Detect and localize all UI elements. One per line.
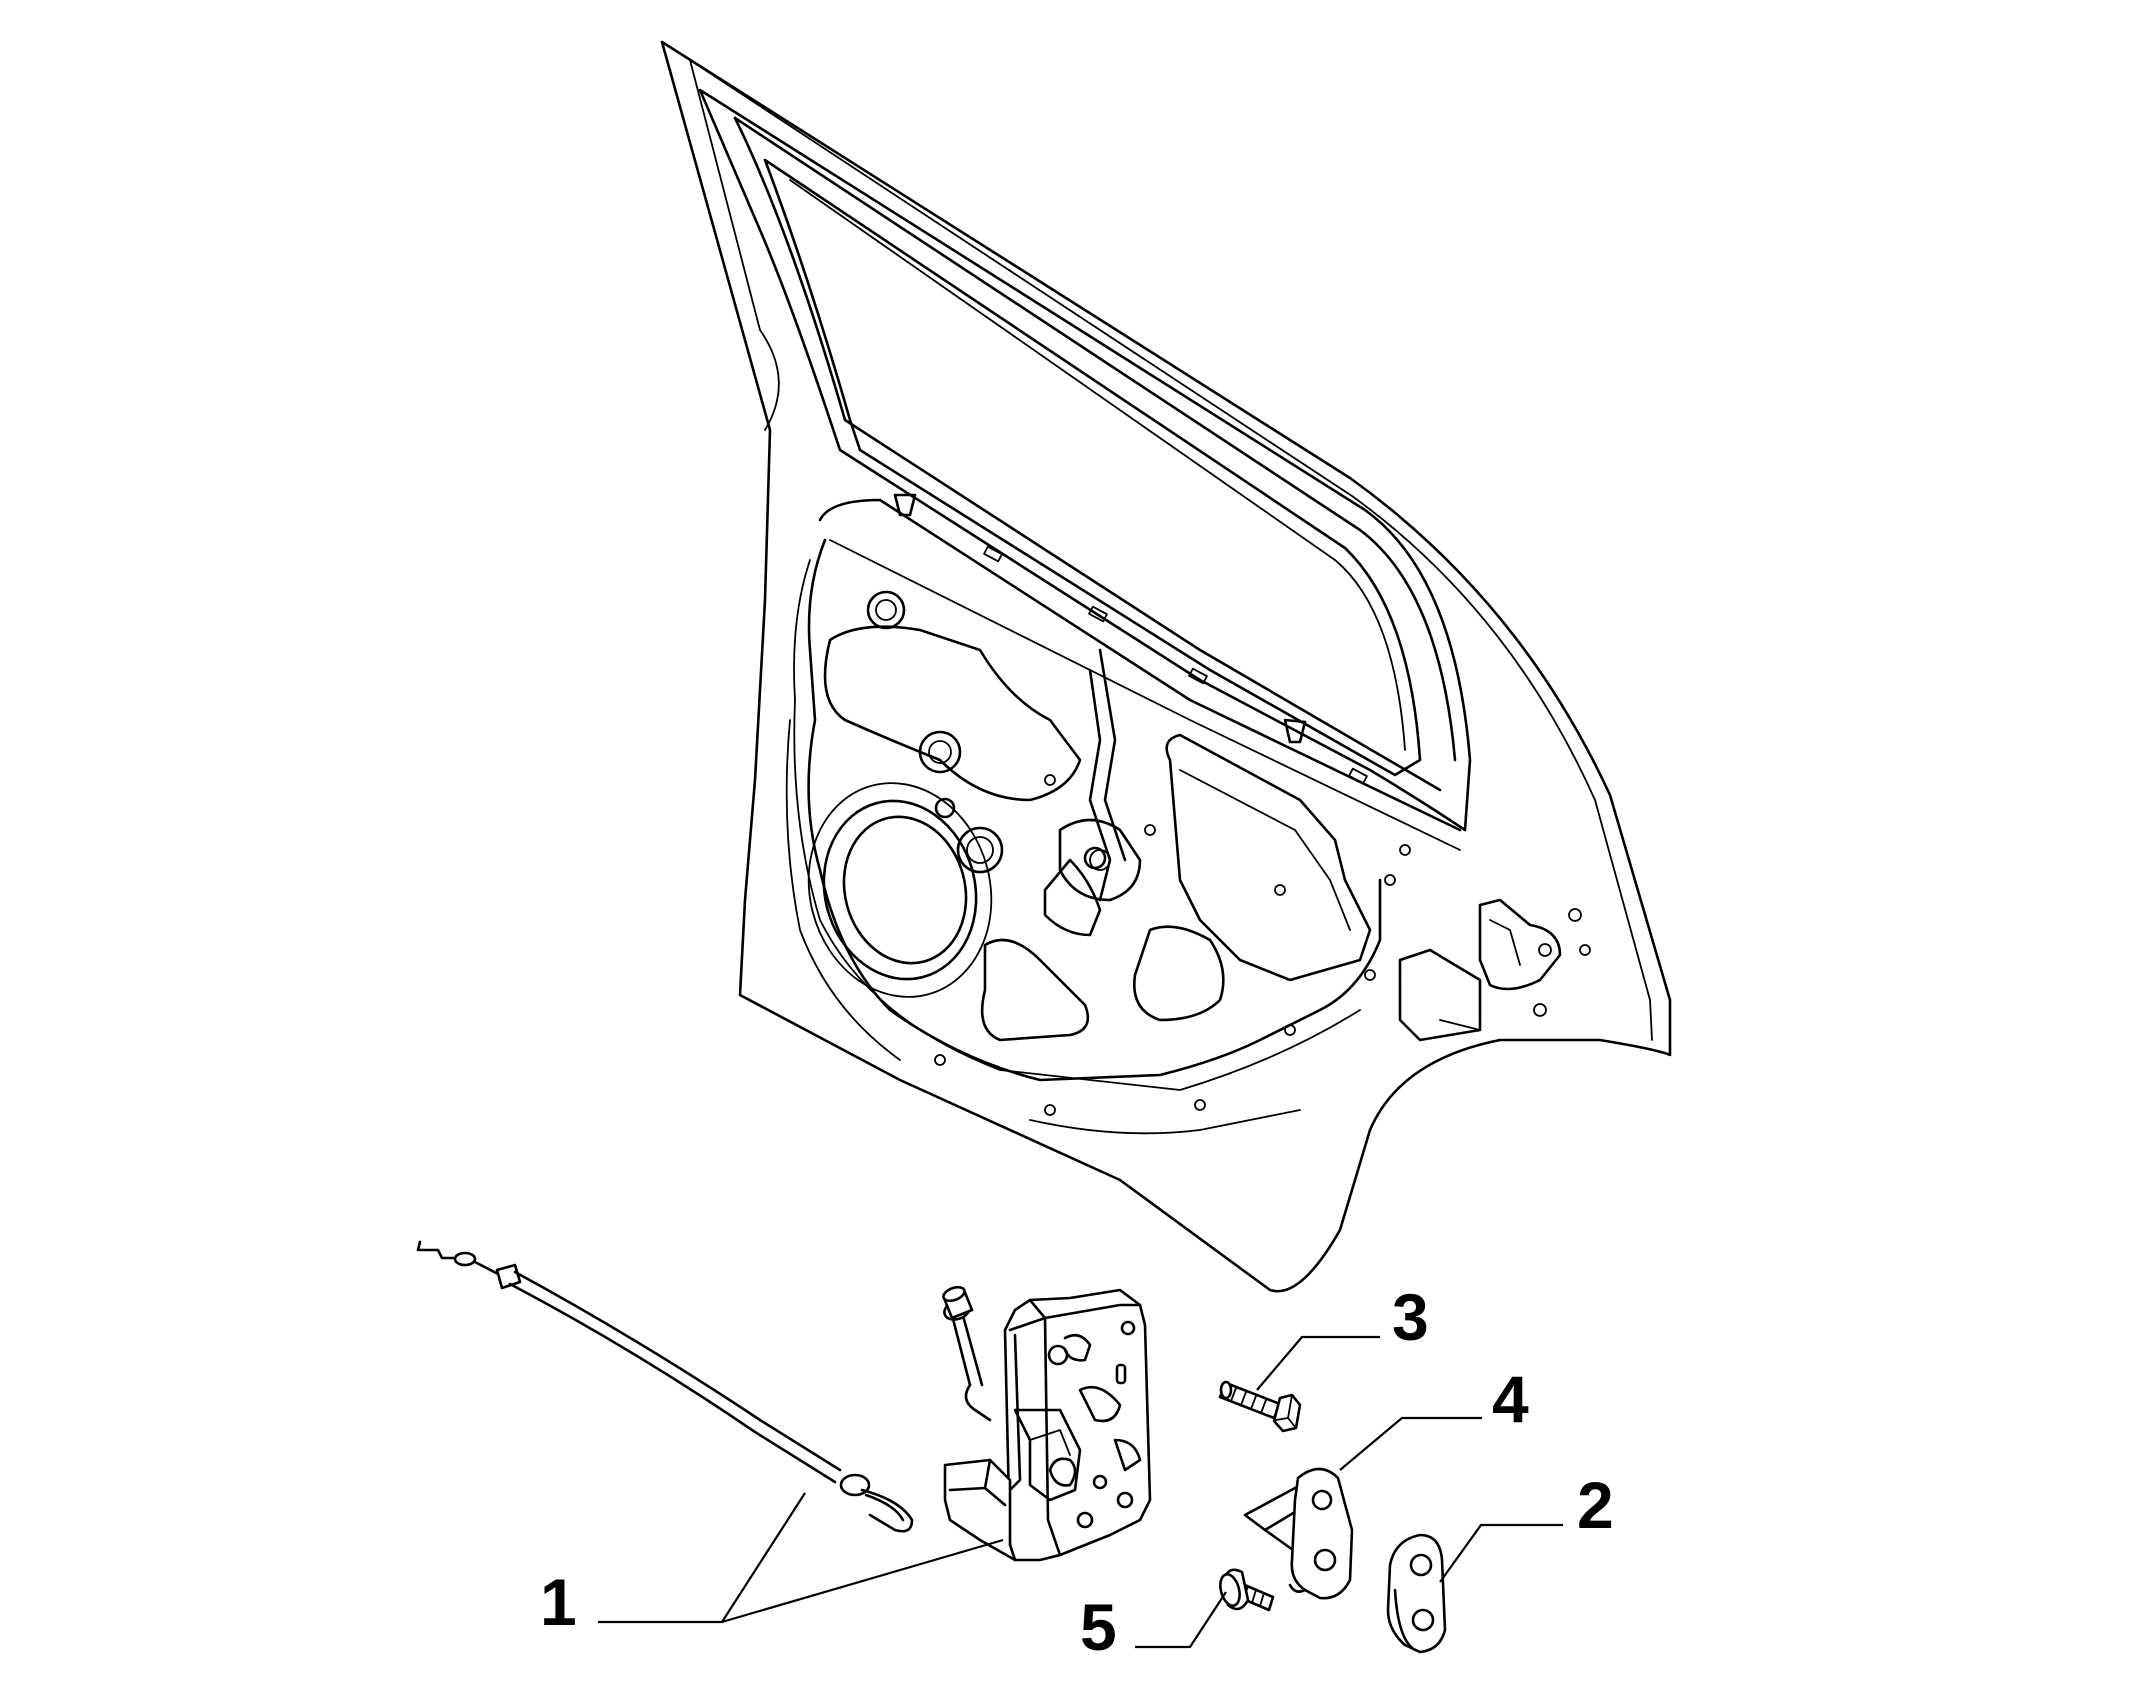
hex-bolt [1218,1380,1302,1433]
callout-4: 4 [1492,1362,1529,1436]
leader-lines [598,1335,1563,1649]
screw [1219,1568,1275,1612]
release-cable [416,1240,914,1533]
callout-2: 2 [1577,1468,1614,1542]
callout-1: 1 [540,1565,577,1639]
shim-plate [1386,1533,1447,1654]
door-panel [660,40,1672,1293]
callout-numbers: 1 2 3 4 5 [540,1280,1614,1664]
callout-5: 5 [1080,1590,1117,1664]
callout-3: 3 [1392,1280,1429,1354]
striker-plate [1243,1467,1354,1600]
door-lock-mechanism [942,1285,1152,1562]
